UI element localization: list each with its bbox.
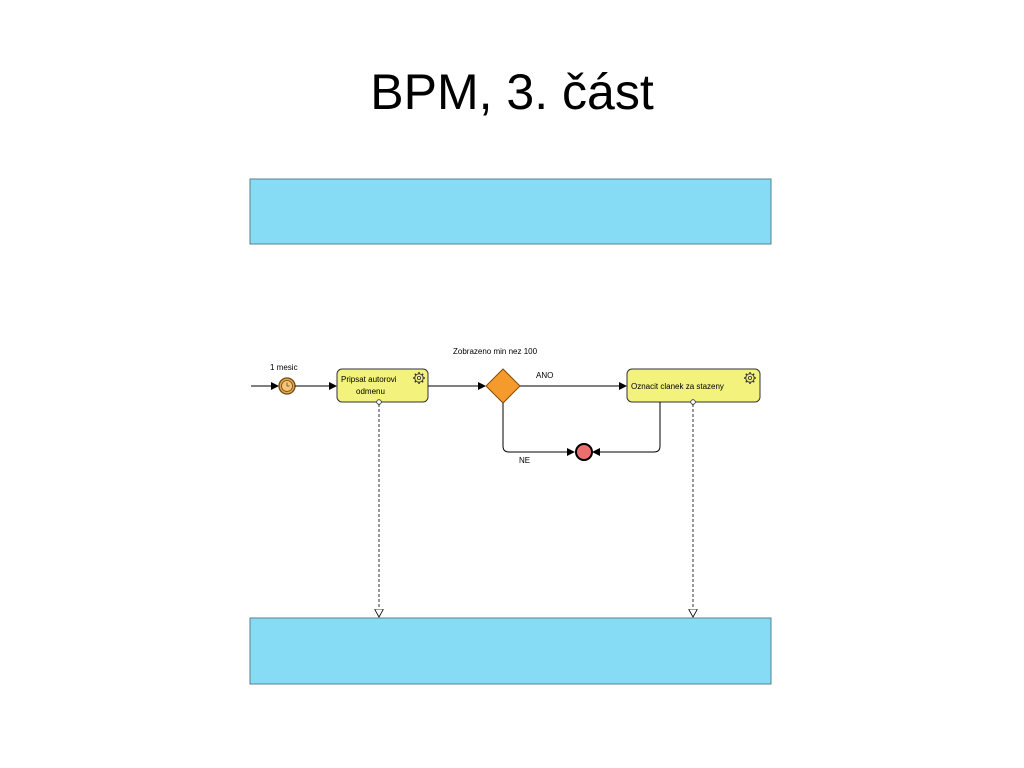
task1-message-port (376, 399, 382, 405)
timer-label: 1 mesic (270, 363, 298, 372)
end-event[interactable] (575, 443, 593, 461)
task-pripsat-autorovi-odmenu[interactable]: Pripsat autorovi odmenu (336, 368, 429, 405)
task2-label: Oznacit clanek za stazeny (631, 382, 724, 391)
task1-label-line1: Pripsat autorovi (341, 375, 397, 384)
ne-label: NE (519, 456, 530, 465)
gear-icon (744, 372, 756, 384)
top-pool[interactable] (249, 178, 772, 245)
sequence-flow-task2-end[interactable] (592, 402, 661, 456)
gateway-label: Zobrazeno min nez 100 (453, 347, 538, 356)
timer-event[interactable] (278, 377, 296, 395)
exclusive-gateway[interactable] (485, 368, 521, 404)
task-oznacit-clanek-za-stazeny[interactable]: Oznacit clanek za stazeny (626, 368, 761, 405)
gear-icon (413, 372, 425, 384)
clock-icon (286, 382, 290, 387)
task1-label-line2: odmenu (356, 387, 385, 396)
task2-message-port (690, 399, 696, 405)
slide-title: BPM, 3. část (370, 64, 654, 120)
ano-label: ANO (536, 371, 553, 380)
sequence-flow-ne[interactable] (502, 403, 575, 456)
bottom-pool[interactable] (249, 617, 772, 685)
